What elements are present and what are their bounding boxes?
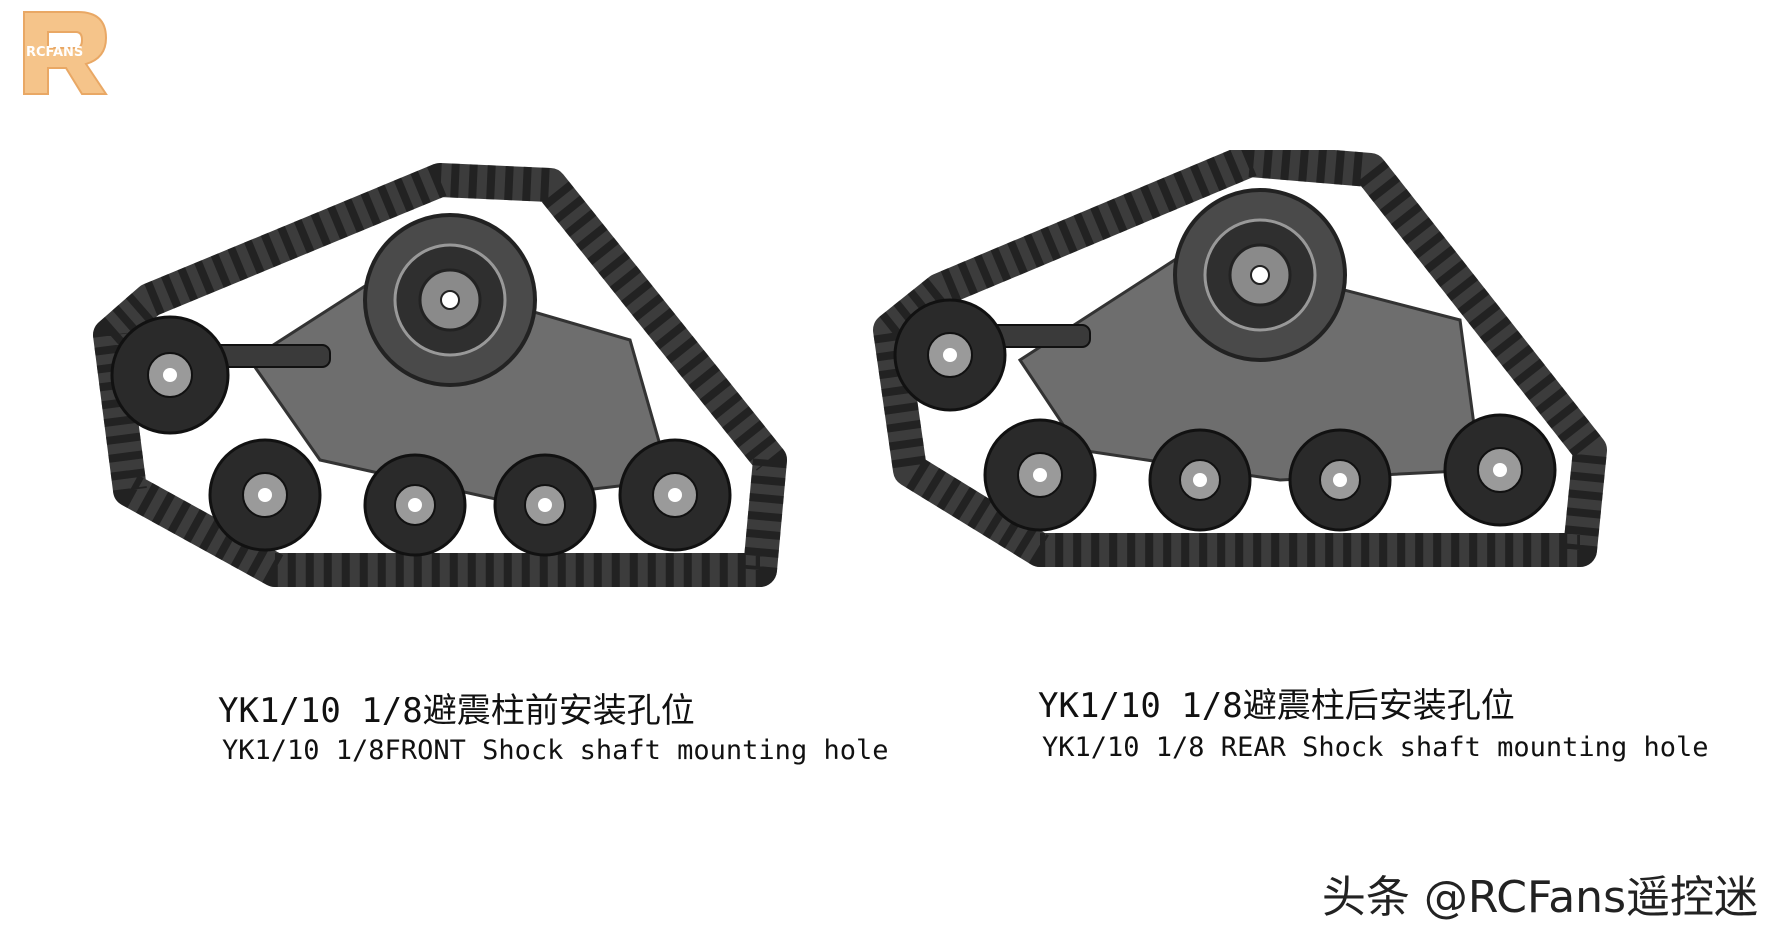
front-track-diagram bbox=[93, 163, 787, 587]
rcfans-logo: RCFANS bbox=[23, 11, 108, 95]
rear-caption-chinese: YK1/10 1/8避震柱后安装孔位 bbox=[1038, 686, 1515, 726]
front-caption-english: YK1/10 1/8FRONT Shock shaft mounting hol… bbox=[222, 735, 889, 766]
front-caption-chinese: YK1/10 1/8避震柱前安装孔位 bbox=[218, 691, 695, 731]
source-watermark: 头条 @RCFans遥控迷 bbox=[1321, 872, 1758, 923]
rear-track-diagram bbox=[873, 150, 1607, 567]
svg-text:RCFANS: RCFANS bbox=[26, 45, 83, 60]
rear-caption-english: YK1/10 1/8 REAR Shock shaft mounting hol… bbox=[1042, 732, 1709, 763]
